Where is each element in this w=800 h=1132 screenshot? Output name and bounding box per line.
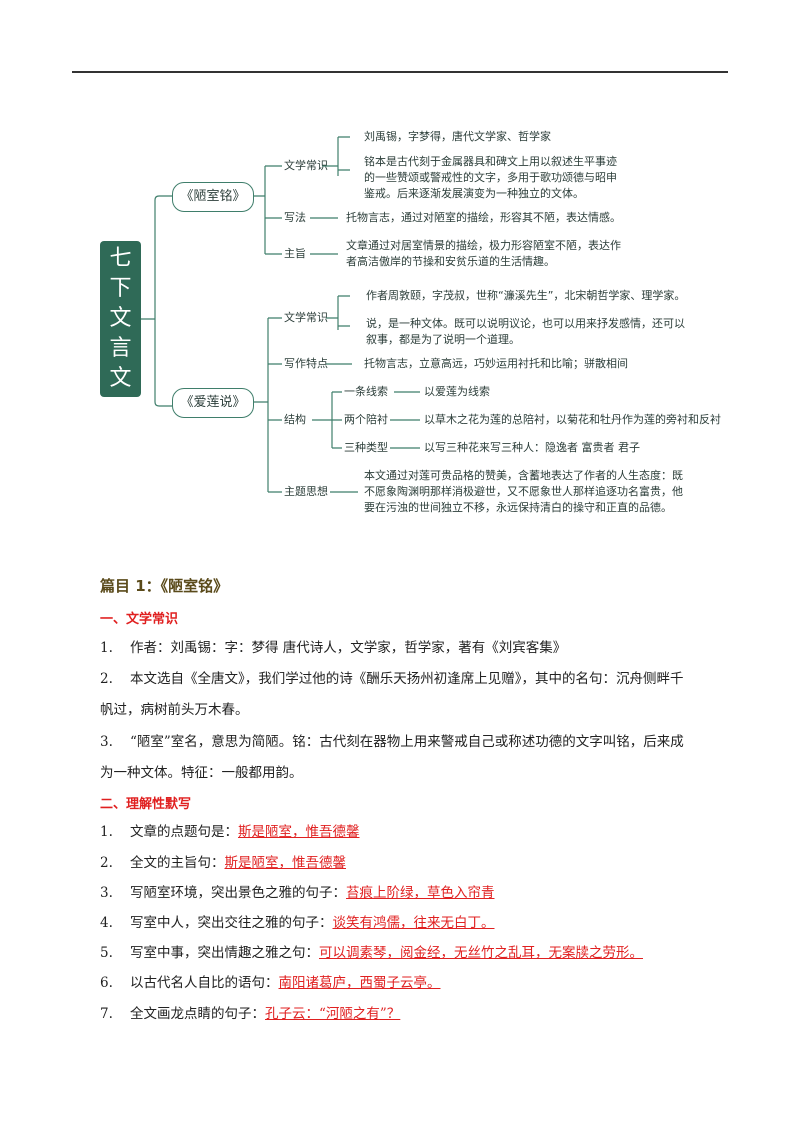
leaf-method: 托物言志，通过对陋室的描绘，形容其不陋，表达情感。 bbox=[346, 211, 621, 224]
root-node: 七 下 文 言 文 bbox=[100, 241, 141, 397]
structure-value: 以草木之花为莲的总陪衬，以菊花和牡丹作为莲的旁衬和反衬 bbox=[424, 413, 721, 426]
item-text: 作者：刘禹锡：字：梦得 唐代诗人，文学家，哲学家，著有《刘宾客集》 bbox=[130, 640, 567, 656]
node-structure: 结构 bbox=[284, 413, 306, 426]
item-number: 2. bbox=[100, 671, 113, 687]
node-writing-features: 写作特点 bbox=[284, 357, 328, 370]
structure-value: 以爱莲为线索 bbox=[424, 385, 490, 398]
branch-ailianshuo: 《爱莲说》 bbox=[172, 388, 254, 418]
structure-key: 三种类型 bbox=[344, 441, 388, 454]
list-item: 5. 写室中事，突出情趣之雅之句：可以调素琴，阅金经，无丝竹之乱耳，无案牍之劳形。 bbox=[100, 941, 643, 961]
list-item: 2. 全文的主旨句：斯是陋室，惟吾德馨 bbox=[100, 851, 346, 871]
list-item: 1. 文章的点题句是：斯是陋室，惟吾德馨 bbox=[100, 820, 360, 840]
question-text: 全文的主旨句： bbox=[130, 855, 225, 871]
list-item: 1. 作者：刘禹锡：字：梦得 唐代诗人，文学家，哲学家，著有《刘宾客集》 bbox=[100, 636, 566, 656]
leaf-writing-features: 托物言志，立意高远，巧妙运用衬托和比喻；骈散相间 bbox=[364, 357, 628, 370]
item-continuation: 帆过，病树前头万木春。 bbox=[100, 702, 249, 718]
structure-value: 以写三种花来写三种人：隐逸者 富贵者 君子 bbox=[424, 441, 640, 454]
root-char: 文 bbox=[109, 306, 132, 331]
article-heading: 篇目 1：《陋室铭》 bbox=[100, 577, 229, 595]
item-number: 1. bbox=[100, 640, 113, 656]
root-char: 言 bbox=[109, 336, 132, 361]
node-theme-thought: 主题思想 bbox=[284, 485, 328, 498]
question-text: 写室中事，突出情趣之雅之句： bbox=[130, 945, 319, 961]
answer-text: 可以调素琴，阅金经，无丝竹之乱耳，无案牍之劳形。 bbox=[319, 945, 643, 961]
node-literary-knowledge: 文学常识 bbox=[284, 311, 328, 324]
leaf-author: 作者周敦颐，字茂叔，世称“濂溪先生”，北宋朝哲学家、理学家。 bbox=[366, 289, 686, 302]
node-method: 写法 bbox=[284, 211, 306, 224]
question-text: 写陋室环境，突出景色之雅的句子： bbox=[130, 885, 346, 901]
leaf-ming-genre: 铭本是古代刻于金属器具和碑文上用以叙述生平事迹的一些赞颂或警戒性的文字，多用于歌… bbox=[364, 155, 617, 200]
list-item: 2. 本文选自《全唐文》，我们学过他的诗《酬乐天扬州初逢席上见赠》，其中的名句：沉… bbox=[100, 667, 684, 687]
answer-text: 苔痕上阶绿，草色入帘青 bbox=[346, 885, 495, 901]
root-char: 下 bbox=[109, 276, 132, 301]
structure-key: 两个陪衬 bbox=[344, 413, 388, 426]
question-text: 文章的点题句是： bbox=[130, 824, 238, 840]
leaf-theme: 文章通过对居室情景的描绘，极力形容陋室不陋，表达作者高洁傲岸的节操和安贫乐道的生… bbox=[346, 239, 621, 268]
section-heading: 二、理解性默写 bbox=[100, 797, 192, 812]
list-item: 3. 写陋室环境，突出景色之雅的句子：苔痕上阶绿，草色入帘青 bbox=[100, 881, 495, 901]
leaf-author: 刘禹锡，字梦得，唐代文学家、哲学家 bbox=[364, 130, 551, 143]
root-char: 七 bbox=[109, 246, 132, 271]
list-item: 3. “陋室”室名，意思为简陋。铭：古代刻在器物上用来警戒自己或称述功德的文字叫铭… bbox=[100, 730, 684, 750]
item-text: 本文选自《全唐文》，我们学过他的诗《酬乐天扬州初逢席上见赠》，其中的名句：沉舟侧… bbox=[130, 671, 684, 687]
top-rule bbox=[72, 71, 728, 73]
item-number: 3. bbox=[100, 734, 113, 750]
node-theme: 主旨 bbox=[284, 247, 306, 260]
item-number: 1. bbox=[100, 824, 113, 840]
root-char: 文 bbox=[109, 366, 132, 391]
item-number: 7. bbox=[100, 1006, 113, 1022]
section-heading: 一、文学常识 bbox=[100, 612, 179, 627]
mind-map-connectors bbox=[141, 136, 420, 493]
answer-text: 孔子云：“河陋之有”？ bbox=[265, 1006, 401, 1022]
list-item: 7. 全文画龙点睛的句子：孔子云：“河陋之有”？ bbox=[100, 1002, 400, 1022]
node-literary-knowledge: 文学常识 bbox=[284, 159, 328, 172]
answer-text: 斯是陋室，惟吾德馨 bbox=[224, 855, 347, 871]
list-item: 4. 写室中人，突出交往之雅的句子：谈笑有鸿儒，往来无白丁。 bbox=[100, 911, 495, 931]
item-text: “陋室”室名，意思为简陋。铭：古代刻在器物上用来警戒自己或称述功德的文字叫铭，后… bbox=[130, 734, 684, 750]
item-number: 4. bbox=[100, 915, 113, 931]
item-number: 3. bbox=[100, 885, 113, 901]
item-number: 6. bbox=[100, 975, 113, 991]
branch-loushiming: 《陋室铭》 bbox=[172, 182, 254, 212]
list-item: 6. 以古代名人自比的语句：南阳诸葛庐，西蜀子云亭。 bbox=[100, 971, 441, 991]
mind-map: 七 下 文 言 文 《陋室铭》 文学常识 刘禹锡，字梦得，唐代文学家、哲学家 铭… bbox=[0, 0, 800, 540]
structure-key: 一条线索 bbox=[344, 385, 388, 398]
question-text: 写室中人，突出交往之雅的句子： bbox=[130, 915, 333, 931]
answer-text: 南阳诸葛庐，西蜀子云亭。 bbox=[278, 975, 441, 991]
item-continuation: 为一种文体。特征：一般都用韵。 bbox=[100, 765, 303, 781]
question-text: 以古代名人自比的语句： bbox=[130, 975, 279, 991]
answer-text: 谈笑有鸿儒，往来无白丁。 bbox=[332, 915, 495, 931]
item-number: 5. bbox=[100, 945, 113, 961]
item-number: 2. bbox=[100, 855, 113, 871]
leaf-shuo-genre: 说，是一种文体。既可以说明议论，也可以用来抒发感情，还可以叙事，都是为了说明一个… bbox=[366, 317, 685, 346]
answer-text: 斯是陋室，惟吾德馨 bbox=[238, 824, 360, 840]
leaf-theme-thought: 本文通过对莲可贵品格的赞美，含蓄地表达了作者的人生态度：既不愿象陶渊明那样消极避… bbox=[364, 469, 683, 514]
question-text: 全文画龙点睛的句子： bbox=[130, 1006, 265, 1022]
